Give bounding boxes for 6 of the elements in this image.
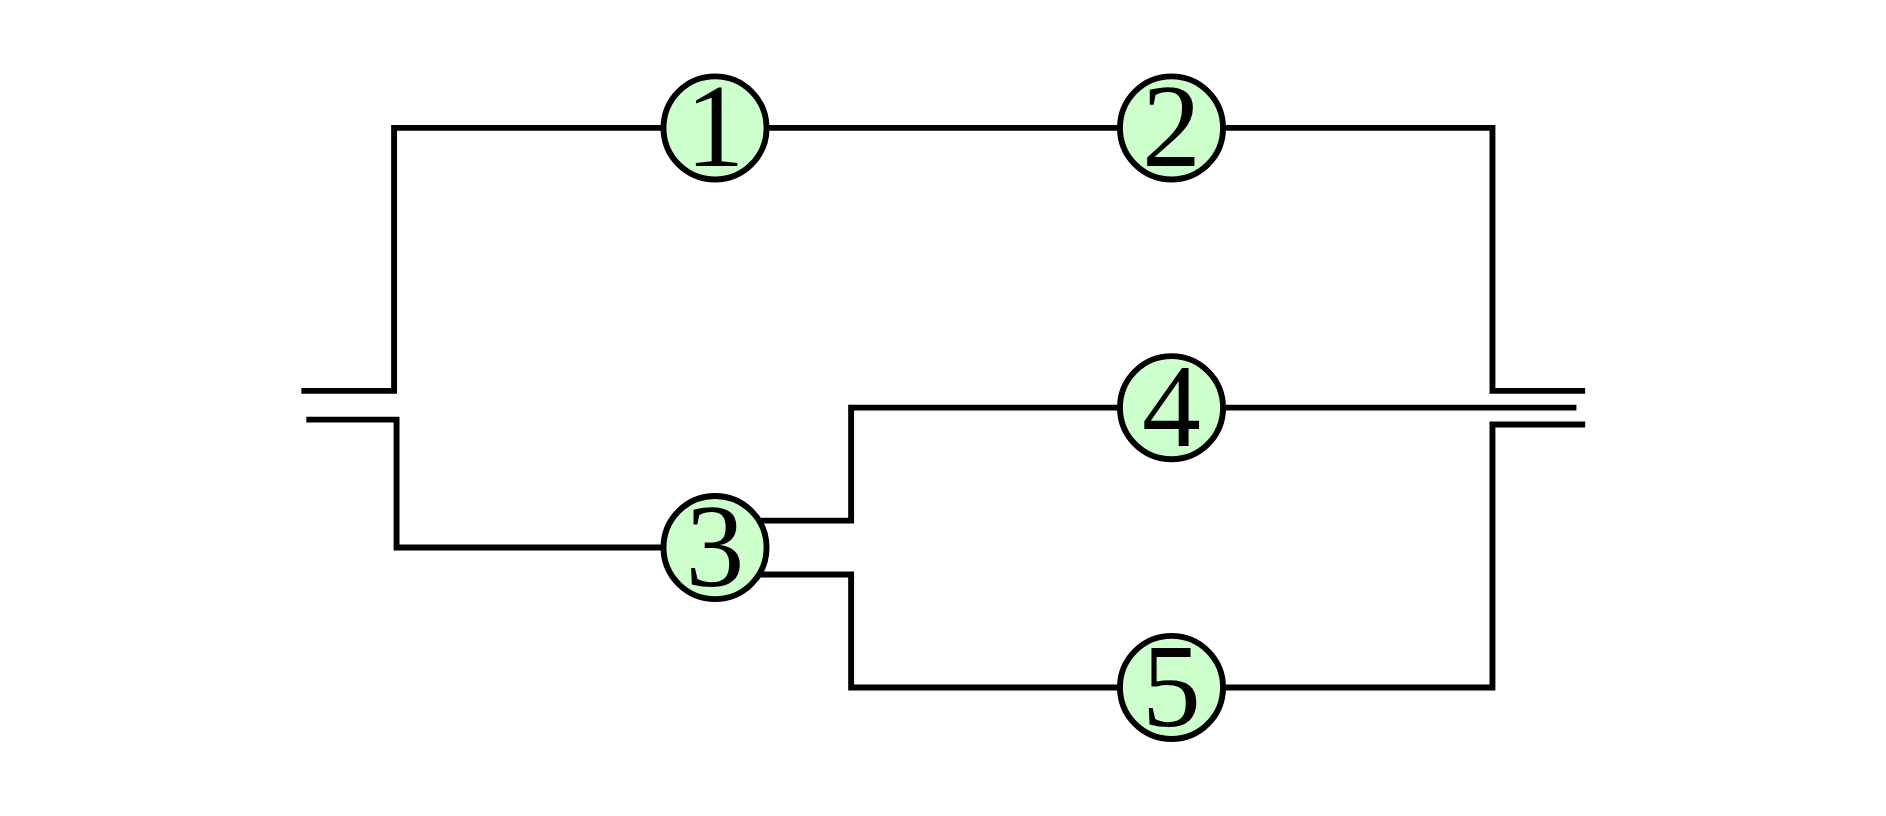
node-circle: 5: [1116, 633, 1226, 743]
connector: [766, 125, 1120, 132]
node-circle: 3: [660, 493, 770, 603]
node-circle: 2: [1116, 73, 1226, 183]
node-circle: 4: [1116, 353, 1226, 463]
node-circle: 1: [660, 73, 770, 183]
